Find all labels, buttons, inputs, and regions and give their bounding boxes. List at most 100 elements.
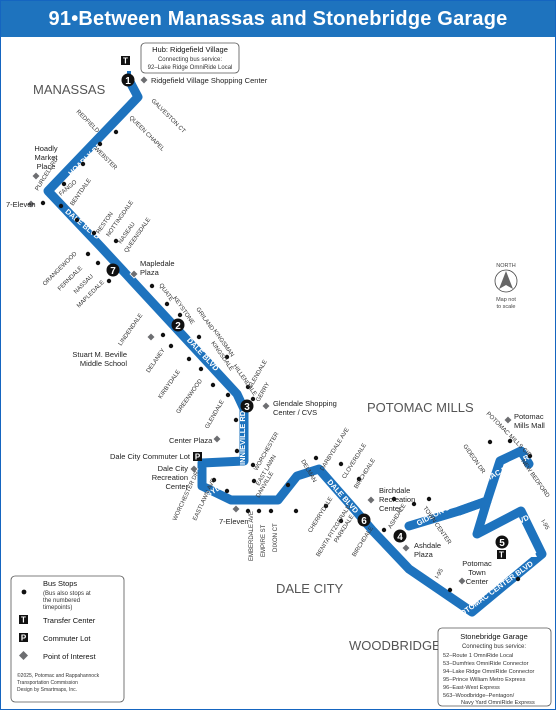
bus-stop[interactable] bbox=[426, 496, 432, 502]
poi-icon[interactable] bbox=[457, 576, 467, 586]
bus-stop[interactable] bbox=[211, 477, 217, 483]
bus-stop[interactable] bbox=[61, 181, 67, 187]
bus-stop[interactable] bbox=[210, 382, 216, 388]
poi-label-recreation: Dale City bbox=[158, 464, 189, 473]
bus-stop[interactable] bbox=[224, 488, 230, 494]
street-label: I-95 bbox=[435, 567, 446, 580]
bus-stop[interactable] bbox=[164, 301, 170, 307]
bus-stop[interactable] bbox=[245, 384, 251, 390]
svg-text:T: T bbox=[499, 551, 504, 560]
bus-stop[interactable] bbox=[447, 587, 453, 593]
svg-text:563–Woodbridge–Pentagon/: 563–Woodbridge–Pentagon/ bbox=[443, 693, 515, 699]
timepoint-4[interactable]: 4 bbox=[393, 529, 407, 544]
bus-stop[interactable] bbox=[225, 392, 231, 398]
poi-label-potomac-town: Center bbox=[466, 577, 489, 586]
timepoint-5[interactable]: 5 bbox=[495, 535, 509, 550]
bus-stop[interactable] bbox=[168, 343, 174, 349]
transfer-center-icon[interactable]: T bbox=[121, 56, 130, 66]
legend-poi-label: Point of Interest bbox=[43, 652, 96, 661]
bus-stop[interactable] bbox=[198, 366, 204, 372]
bus-stop[interactable] bbox=[251, 478, 257, 484]
bus-stop[interactable] bbox=[268, 508, 274, 514]
bus-stop[interactable] bbox=[160, 332, 166, 338]
bus-stop[interactable] bbox=[113, 129, 119, 135]
timepoint-2[interactable]: 2 bbox=[171, 318, 185, 333]
poi-icon[interactable] bbox=[366, 495, 376, 505]
poi-icon[interactable] bbox=[212, 434, 222, 444]
poi-label-hoadly: Market bbox=[35, 153, 59, 162]
bus-stop[interactable] bbox=[381, 527, 387, 533]
timepoint-3[interactable]: 3 bbox=[240, 399, 254, 414]
bus-stop[interactable] bbox=[285, 482, 291, 488]
street-label-minnieville: MINNIEVILLE RD bbox=[238, 410, 247, 471]
bus-stop[interactable] bbox=[177, 312, 183, 318]
bus-stop[interactable] bbox=[234, 448, 240, 454]
bus-stop[interactable] bbox=[74, 217, 80, 223]
svg-text:95–Prince William Metro Expres: 95–Prince William Metro Express bbox=[443, 677, 526, 683]
bus-stop[interactable] bbox=[313, 455, 319, 461]
street-label: DELANEY bbox=[146, 348, 167, 374]
timepoint-1[interactable]: 1 bbox=[121, 73, 135, 88]
poi-icon[interactable] bbox=[31, 171, 41, 181]
transfer-center-icon[interactable]: T bbox=[497, 550, 506, 560]
street-label: NEW BEDFORD bbox=[519, 459, 550, 500]
bus-stop[interactable] bbox=[338, 518, 344, 524]
bus-stop[interactable] bbox=[411, 501, 417, 507]
poi-label-mapledale: Mapledale bbox=[140, 259, 175, 268]
bus-stop[interactable] bbox=[250, 462, 256, 468]
bus-stop[interactable] bbox=[391, 496, 397, 502]
poi-label-glendale: Glendale Shopping bbox=[273, 399, 337, 408]
bus-stop[interactable] bbox=[245, 508, 251, 514]
poi-icon[interactable] bbox=[503, 415, 513, 425]
street-label: GIDEON DR bbox=[461, 444, 486, 476]
street-label: GLENDALE bbox=[205, 399, 226, 430]
bus-stop[interactable] bbox=[256, 508, 262, 514]
poi-icon[interactable] bbox=[146, 332, 156, 342]
poi-icon[interactable] bbox=[129, 269, 139, 279]
bus-stop[interactable] bbox=[58, 203, 64, 209]
bus-stop[interactable] bbox=[487, 439, 493, 445]
bus-stop[interactable] bbox=[196, 334, 202, 340]
poi-icon[interactable] bbox=[139, 75, 149, 85]
svg-text:94–Lake Ridge OmniRide Connect: 94–Lake Ridge OmniRide Connector bbox=[443, 669, 535, 675]
commuter-lot-icon[interactable]: P bbox=[193, 452, 202, 462]
poi-label-seven-eleven: 7-Eleven bbox=[219, 517, 249, 526]
svg-text:96–East-West Express: 96–East-West Express bbox=[443, 685, 500, 691]
poi-icon[interactable] bbox=[26, 199, 36, 209]
bus-stop[interactable] bbox=[250, 396, 256, 402]
legend-commuter-icon bbox=[19, 633, 28, 642]
street-label: QUATE bbox=[157, 283, 174, 303]
direction-arrow bbox=[419, 567, 427, 574]
bus-stop[interactable] bbox=[527, 453, 533, 459]
bus-stop[interactable] bbox=[356, 476, 362, 482]
bus-stop[interactable] bbox=[97, 141, 103, 147]
svg-text:Map not: Map not bbox=[496, 297, 516, 303]
bus-stop[interactable] bbox=[40, 200, 46, 206]
bus-stop[interactable] bbox=[338, 461, 344, 467]
poi-icon[interactable] bbox=[189, 464, 199, 474]
bus-stop[interactable] bbox=[85, 251, 91, 257]
timepoint-7[interactable]: 7 bbox=[106, 263, 120, 278]
bus-stop[interactable] bbox=[224, 354, 230, 360]
bus-stop[interactable] bbox=[149, 283, 155, 289]
poi-icon[interactable] bbox=[231, 504, 241, 514]
bus-stop[interactable] bbox=[515, 576, 521, 582]
bus-stop[interactable] bbox=[293, 508, 299, 514]
bus-stop[interactable] bbox=[106, 278, 112, 284]
bus-stop[interactable] bbox=[91, 230, 97, 236]
direction-arrow bbox=[421, 528, 428, 534]
bus-stop[interactable] bbox=[186, 356, 192, 362]
street-label: GREENWOOD bbox=[176, 378, 205, 415]
svg-text:NORTH: NORTH bbox=[496, 263, 515, 269]
street-label: WEBSTER bbox=[93, 146, 119, 172]
timepoint-6[interactable]: 6 bbox=[357, 513, 371, 528]
bus-stop[interactable] bbox=[323, 503, 329, 509]
poi-icon[interactable] bbox=[401, 543, 411, 553]
bus-stop[interactable] bbox=[507, 438, 513, 444]
bus-stop[interactable] bbox=[80, 161, 86, 167]
bus-stop[interactable] bbox=[233, 417, 239, 423]
bus-stop[interactable] bbox=[113, 238, 119, 244]
poi-label-recreation: Recreation bbox=[152, 473, 188, 482]
bus-stop[interactable] bbox=[95, 260, 101, 266]
poi-icon[interactable] bbox=[261, 401, 271, 411]
